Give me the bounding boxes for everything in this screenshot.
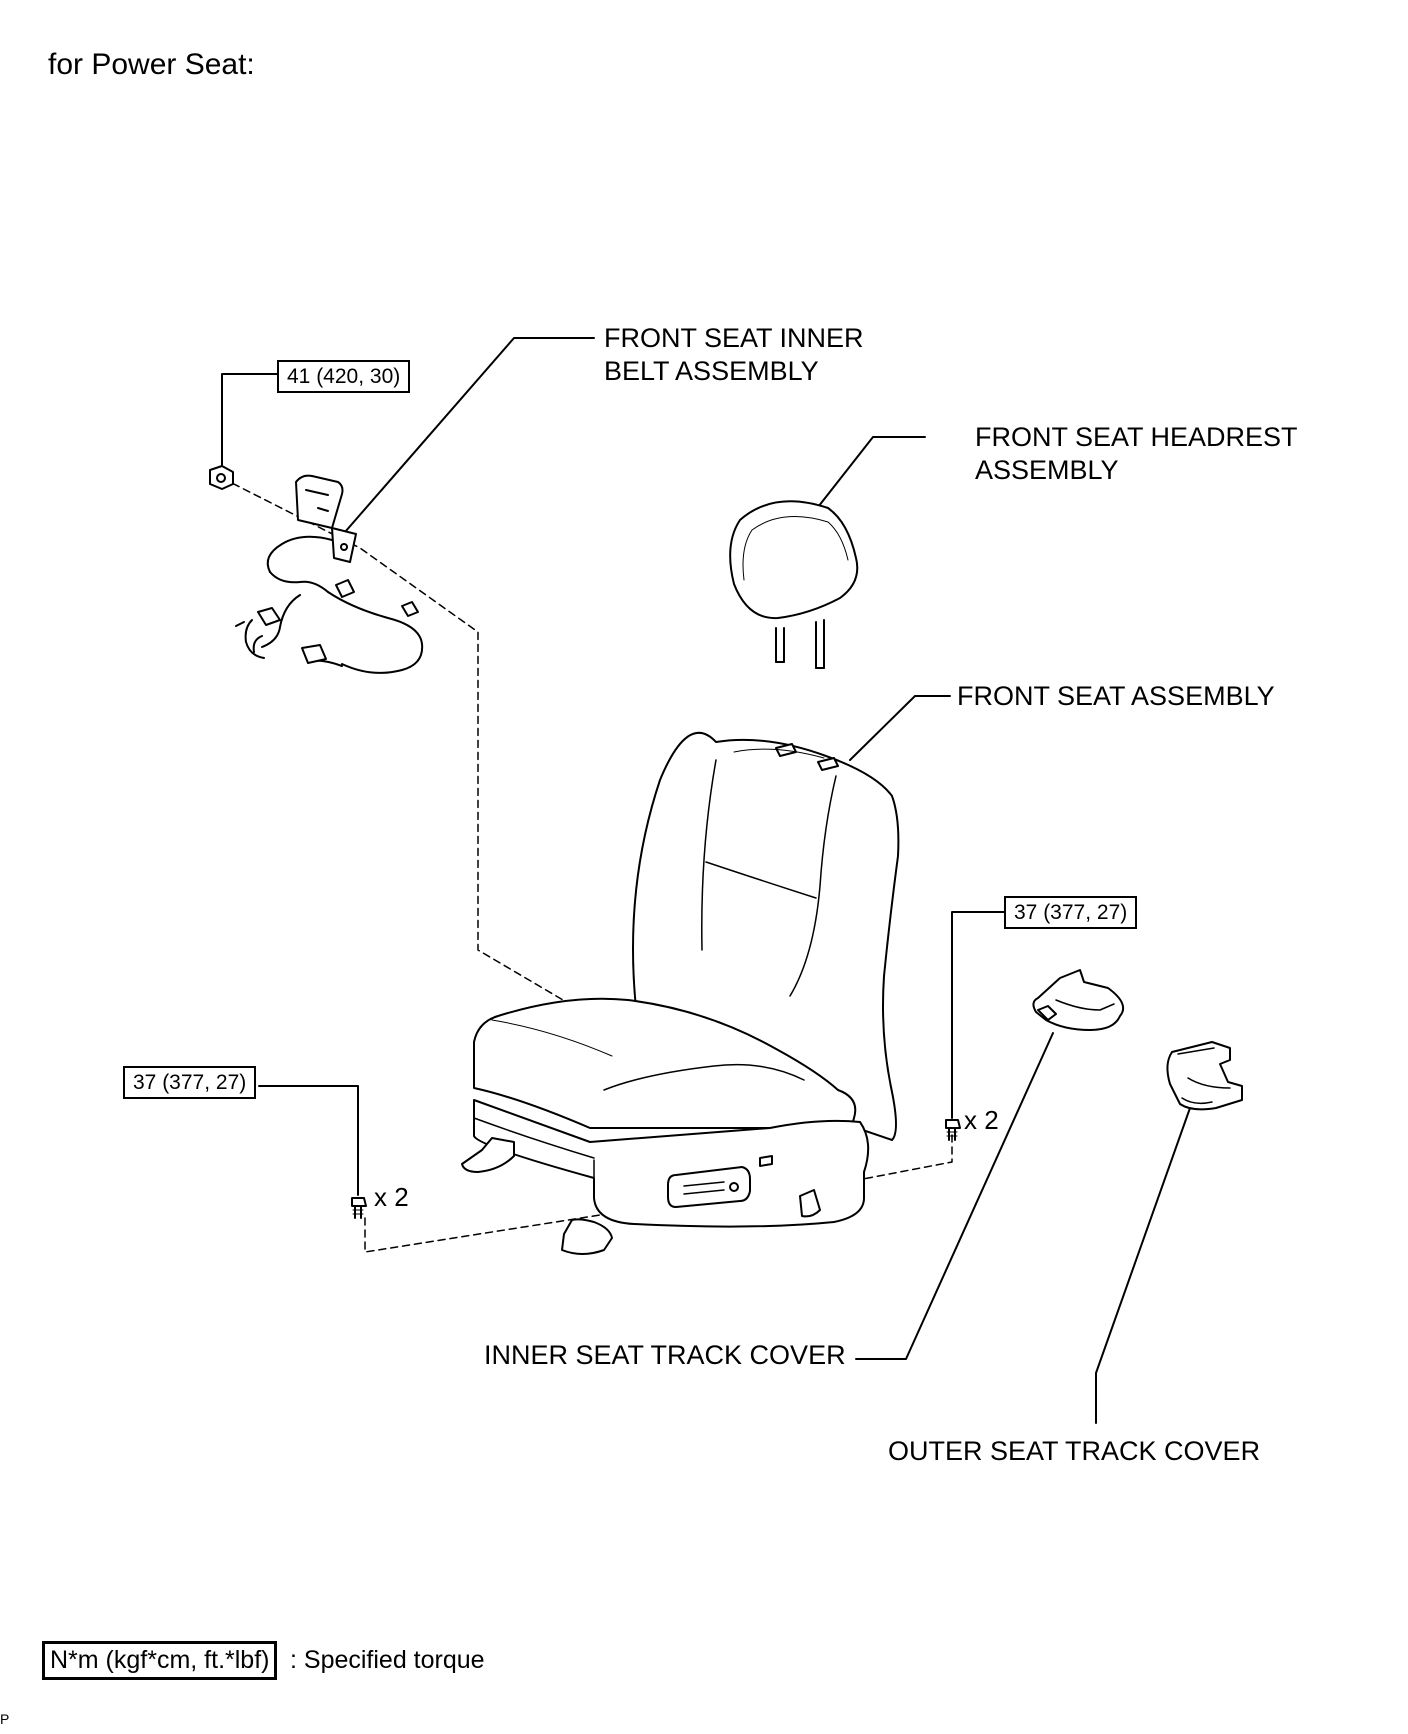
callout-outer-seat-track-cover: OUTER SEAT TRACK COVER [888,1436,1261,1466]
quantity-right-bolts: x 2 [964,1105,999,1135]
callout-headrest-assembly: FRONT SEAT HEADREST ASSEMBLY [975,422,1298,485]
torque-box-left-bolts: 37 (377, 27) [123,1066,257,1099]
figure-code: P [0,1711,10,1727]
page-title: for Power Seat: [48,48,255,81]
callout-inner-seat-track-cover: INNER SEAT TRACK COVER [484,1340,846,1370]
bolt-icon-left [351,1197,367,1219]
seat-icon [461,731,900,1255]
inner-track-cover-icon [1032,969,1124,1031]
inner-belt-assembly-icon [235,474,424,674]
torque-box-right-bolts: 37 (377, 27) [1004,896,1138,929]
quantity-left-bolts: x 2 [374,1182,409,1212]
leader-lines [221,337,1191,1424]
headrest-icon [729,500,859,669]
callout-inner-belt-assembly: FRONT SEAT INNER BELT ASSEMBLY [604,323,864,386]
callout-front-seat-assembly: FRONT SEAT ASSEMBLY [957,681,1275,711]
bolt-icon-right [945,1119,961,1141]
legend-description: : Specified torque [290,1646,485,1674]
legend-units-box: N*m (kgf*cm, ft.*lbf) [42,1641,278,1680]
torque-box-belt-nut: 41 (420, 30) [277,360,411,393]
nut-icon [209,465,234,490]
outer-track-cover-icon [1166,1041,1243,1111]
